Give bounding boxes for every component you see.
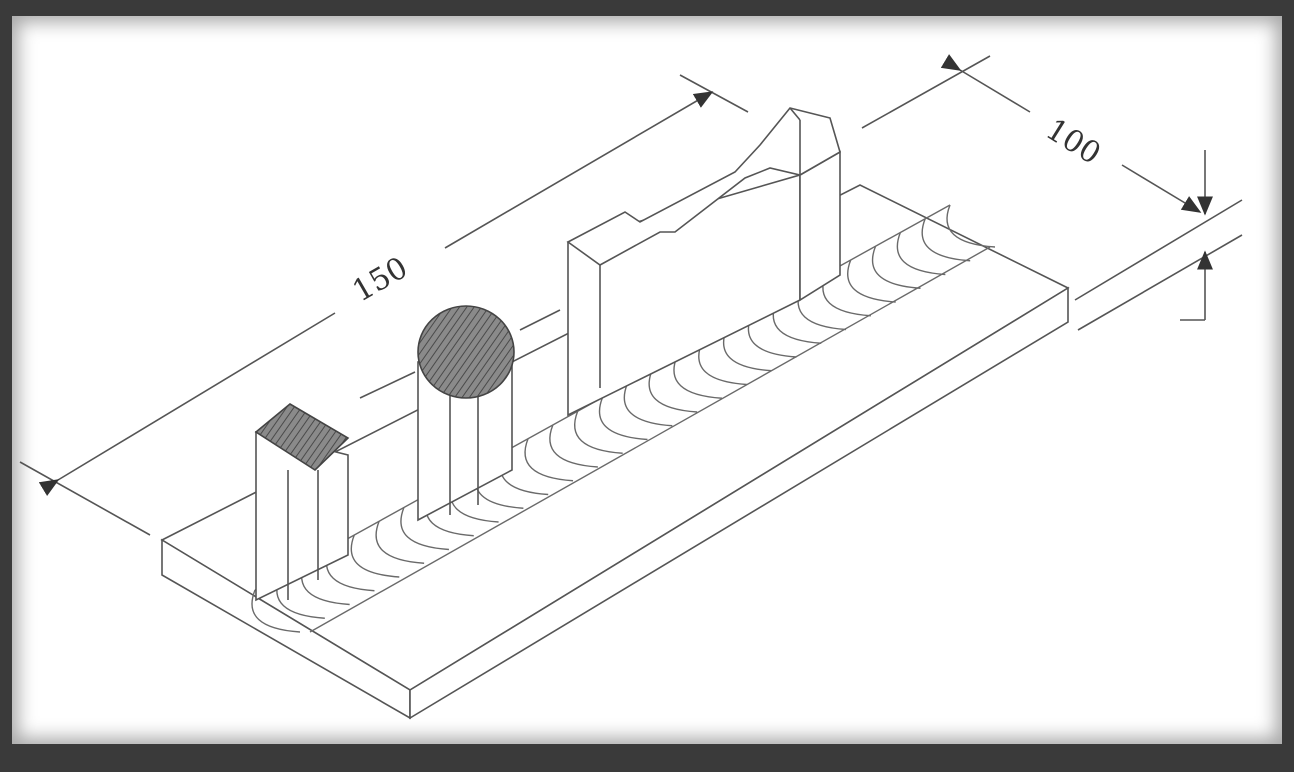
square-specimen-section (254, 403, 350, 472)
weld-ripple (623, 383, 673, 427)
dimension-label-100: 100 (1039, 112, 1106, 172)
weld-ripple (896, 232, 946, 276)
dimension-100: 100 (861, 54, 1202, 213)
weld-ripple (350, 534, 400, 578)
weld-ripple (251, 589, 301, 633)
base-plate (160, 184, 1070, 720)
weld-ripple (375, 520, 425, 564)
weld-ripple (673, 355, 723, 399)
weld-ripple (598, 397, 648, 441)
weld-ripple (871, 245, 921, 289)
weld-ripple (549, 424, 598, 468)
round-specimen (417, 305, 515, 522)
dimension-label-150: 150 (347, 250, 414, 309)
weld-ripple (524, 438, 574, 482)
weld-ripple (946, 204, 996, 248)
round-specimen-section (417, 305, 515, 399)
weld-ripple (573, 410, 623, 454)
weld-ripple (400, 507, 449, 551)
dimension-thickness (1074, 150, 1243, 331)
weld-ripple (847, 259, 896, 303)
weld-ripple (648, 369, 698, 413)
square-specimen (254, 403, 350, 602)
tensile-specimen (566, 107, 841, 417)
weld-ripple (921, 218, 971, 262)
